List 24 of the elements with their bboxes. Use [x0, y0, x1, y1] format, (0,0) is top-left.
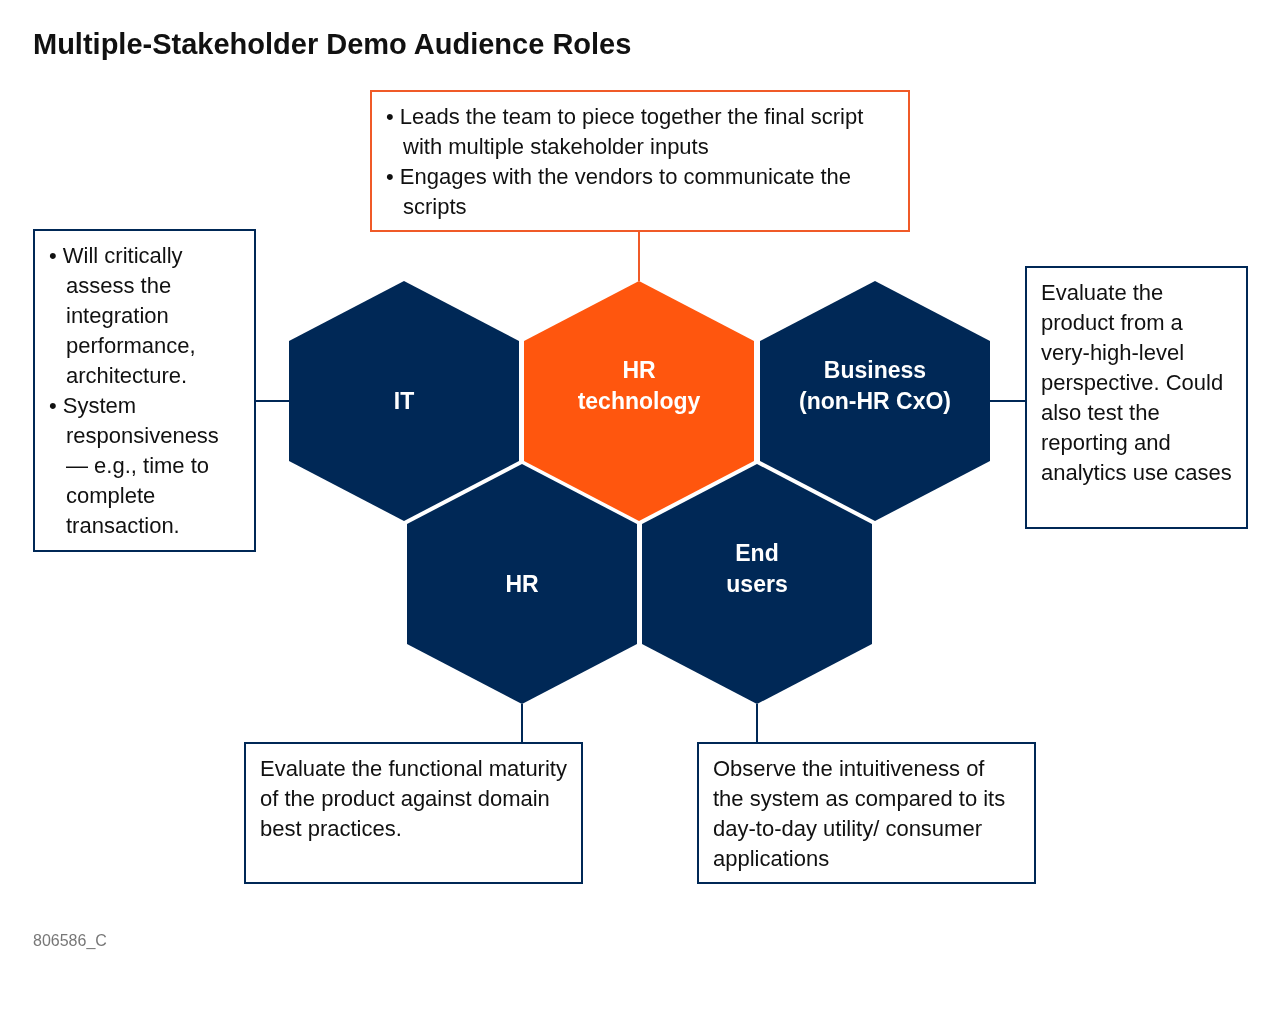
callout-box	[370, 90, 910, 232]
hexagon-label: Business (non-HR CxO)	[798, 356, 952, 416]
hexagon-label: End users	[725, 539, 789, 599]
hexagon-label: HR technology	[576, 356, 702, 416]
title: Multiple-Stakeholder Demo Audience Roles	[33, 28, 632, 61]
callout-box	[33, 229, 256, 552]
bullet-text: • Engages with the vendors to communicate the scripts	[386, 163, 853, 221]
callout-box	[244, 742, 583, 884]
figure-id: 806586_C	[33, 932, 107, 950]
bullet-text: • Leads the team to piece together the final script with multiple stakeholder inputs	[386, 103, 865, 161]
callout-text: Evaluate the functional maturity of the product against domain best practices.	[260, 755, 567, 843]
connector-line	[521, 703, 523, 743]
bullet-text: • System responsiveness — e.g., time to complete transaction.	[49, 392, 220, 540]
bullet-text: • Will critically assess the integration performance, architecture.	[49, 242, 197, 390]
connector-line	[989, 400, 1026, 402]
connector-line	[255, 400, 290, 402]
hexagon-label: IT	[392, 386, 416, 416]
callout-text: Observe the intuitiveness of the system as compared to its day-to-day utility/ consumer applications	[713, 755, 1007, 873]
callout-box	[1025, 266, 1248, 529]
callout-text: Evaluate the product from a very-high-level perspective. Could also test the reporting and analytics use cases	[1041, 279, 1232, 487]
connector-line	[638, 231, 640, 282]
connector-line	[756, 703, 758, 743]
callout-box	[697, 742, 1036, 884]
hexagon-label: HR	[504, 569, 540, 599]
